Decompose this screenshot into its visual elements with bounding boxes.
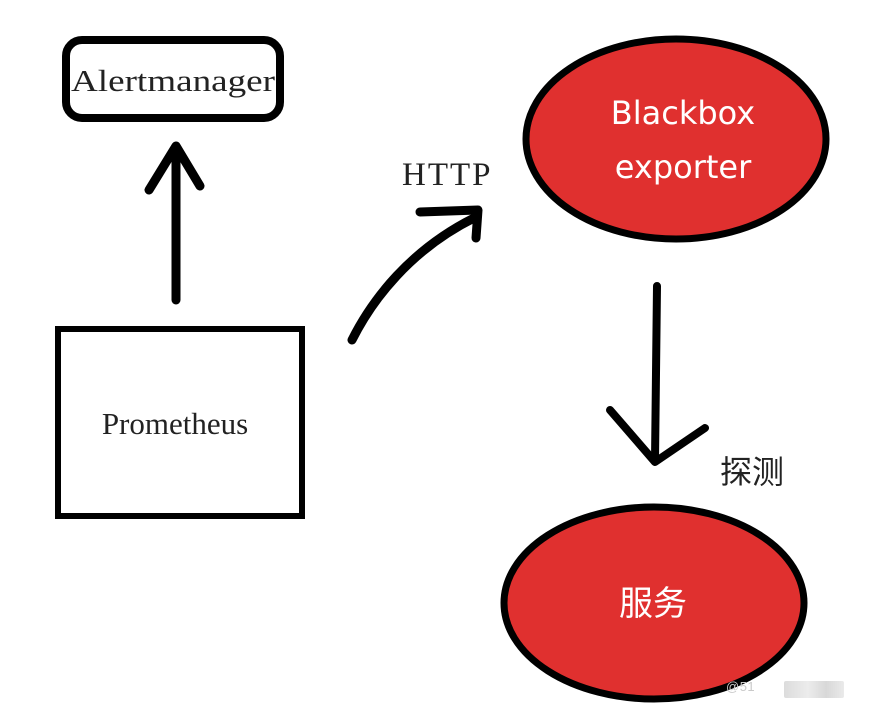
- prometheus-node: Prometheus: [55, 326, 305, 519]
- blackbox-exporter-node: Blackbox exporter: [522, 35, 830, 243]
- arrow-prometheus-to-alertmanager: [144, 141, 205, 305]
- prometheus-label: Prometheus: [102, 406, 248, 441]
- arrow-head: [606, 406, 709, 466]
- service-ellipse: [500, 503, 808, 703]
- blackbox-exporter-ellipse: [522, 35, 830, 243]
- blackbox-exporter-label-line1: Blackbox: [611, 94, 755, 132]
- alertmanager-node: Alertmanager: [62, 36, 284, 122]
- watermark-blur: [784, 681, 844, 698]
- arrow-curve: [347, 213, 479, 345]
- alertmanager-label: Alertmanager: [71, 63, 276, 98]
- arrow-shaft: [651, 282, 661, 464]
- arrow-head: [144, 141, 205, 195]
- watermark-text: @51: [726, 679, 756, 694]
- service-label: 服务: [619, 584, 687, 624]
- arrow-head: [415, 205, 483, 243]
- arrow-prometheus-to-blackbox: [347, 205, 483, 345]
- alertmanager-box: [62, 36, 284, 122]
- blackbox-exporter-label-line2: exporter: [615, 148, 752, 186]
- service-node: 服务: [500, 503, 808, 703]
- prometheus-box: [55, 326, 305, 519]
- probe-label: 探测: [720, 454, 784, 490]
- http-label: HTTP: [402, 157, 493, 193]
- arrow-blackbox-to-service: [606, 282, 709, 466]
